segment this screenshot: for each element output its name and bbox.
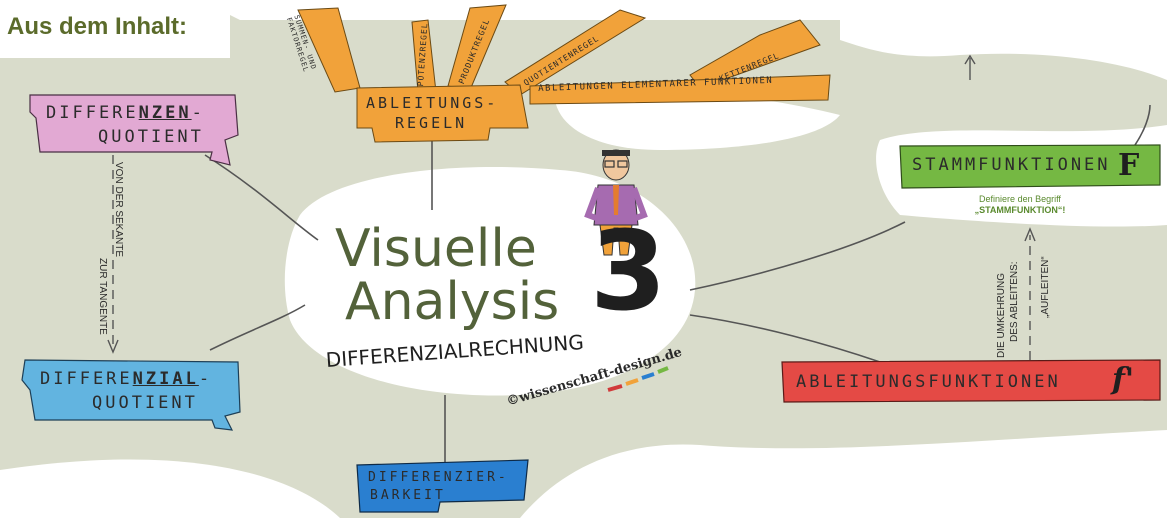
differenzenquotient-part-c: - xyxy=(191,103,205,123)
connector-stammfunktionen xyxy=(689,221,906,291)
connector-differenzenquotient xyxy=(204,154,319,241)
ableitungsfunktionen-banner-shape xyxy=(781,359,1161,403)
center-white-blob xyxy=(284,167,696,396)
differenzenquotient-banner-shape xyxy=(29,94,239,166)
differenzenquotient-part-b: NZEN xyxy=(138,103,192,123)
bottom-left-white xyxy=(0,459,340,518)
differenzierbarkeit-banner-shape xyxy=(356,459,529,513)
connector-stamm-right xyxy=(1134,104,1151,146)
top-white-area xyxy=(0,0,1167,80)
ableitungsregeln-banner-shape xyxy=(356,84,529,143)
ableitungsregeln-line2: REGELN xyxy=(395,114,468,132)
title-line-2: Analysis xyxy=(345,272,560,332)
bottom-right-white xyxy=(520,430,1167,518)
differenzialquotient-line1: DIFFERENZIAL- xyxy=(40,369,212,389)
stamm-note-line1: Definiere den Begriff xyxy=(979,194,1061,204)
differenzenquotient-line2: QUOTIENT xyxy=(98,127,204,147)
branch-ketten-shape xyxy=(689,19,821,89)
stripe-blue xyxy=(641,372,655,380)
branch-elementar-shape xyxy=(529,74,831,105)
upper-white-blob xyxy=(555,90,840,150)
differenzialquotient-banner-shape xyxy=(21,359,241,431)
annotation-umkehr-2: DES ABLEITENS: xyxy=(1009,261,1020,342)
heading-backdrop xyxy=(0,0,230,58)
differenzierbarkeit-line1: DIFFERENZIER- xyxy=(368,470,509,485)
differenzialquotient-part-c: - xyxy=(198,369,213,389)
stammfunktionen-symbol: F xyxy=(1118,148,1140,183)
annotation-sekante: VON DER SEKANTE xyxy=(113,162,124,258)
professor-figure-icon xyxy=(584,149,648,256)
ableitungsfunktionen-label: ABLEITUNGSFUNKTIONEN xyxy=(796,372,1061,392)
volume-number: 3 xyxy=(590,207,667,335)
differenzenquotient-line1: DIFFERENZEN- xyxy=(46,103,205,123)
arrow-up-icon xyxy=(964,54,976,65)
page-heading: Aus dem Inhalt: xyxy=(7,13,188,40)
title-line-1: Visuelle xyxy=(335,219,537,279)
stamm-note-line2: „STAMMFUNKTION“! xyxy=(974,205,1066,215)
ableitungsregeln-line1: ABLEITUNGS- xyxy=(366,94,499,112)
stripe-green xyxy=(657,366,669,374)
annotation-umkehr-3: „AUFLEITEN“ xyxy=(1040,256,1051,318)
stammfunktionen-label: STAMMFUNKTIONEN xyxy=(912,155,1111,175)
annotation-umkehr-1: DIE UMKEHRUNG xyxy=(996,272,1007,358)
connector-differenzialquotient xyxy=(209,304,306,351)
stripe-red xyxy=(607,384,623,392)
differenzenquotient-part-a: DIFFERE xyxy=(46,103,139,123)
differenzialquotient-part-b: NZIAL xyxy=(132,369,199,389)
connector-ableitungsfunktionen xyxy=(689,314,881,363)
differenzierbarkeit-line2: BARKEIT xyxy=(370,488,446,503)
differenzialquotient-part-a: DIFFERE xyxy=(40,369,133,389)
annotation-tangente: ZUR TANGENTE xyxy=(97,258,108,335)
stripe-orange xyxy=(625,378,639,386)
stammfunktionen-banner-shape xyxy=(899,144,1161,189)
arrowhead-up-icon xyxy=(1024,227,1036,242)
arrowhead-down-icon xyxy=(107,339,119,354)
ableitungsfunktionen-symbol: f' xyxy=(1112,362,1135,397)
differenzialquotient-line2: QUOTIENT xyxy=(92,393,198,413)
